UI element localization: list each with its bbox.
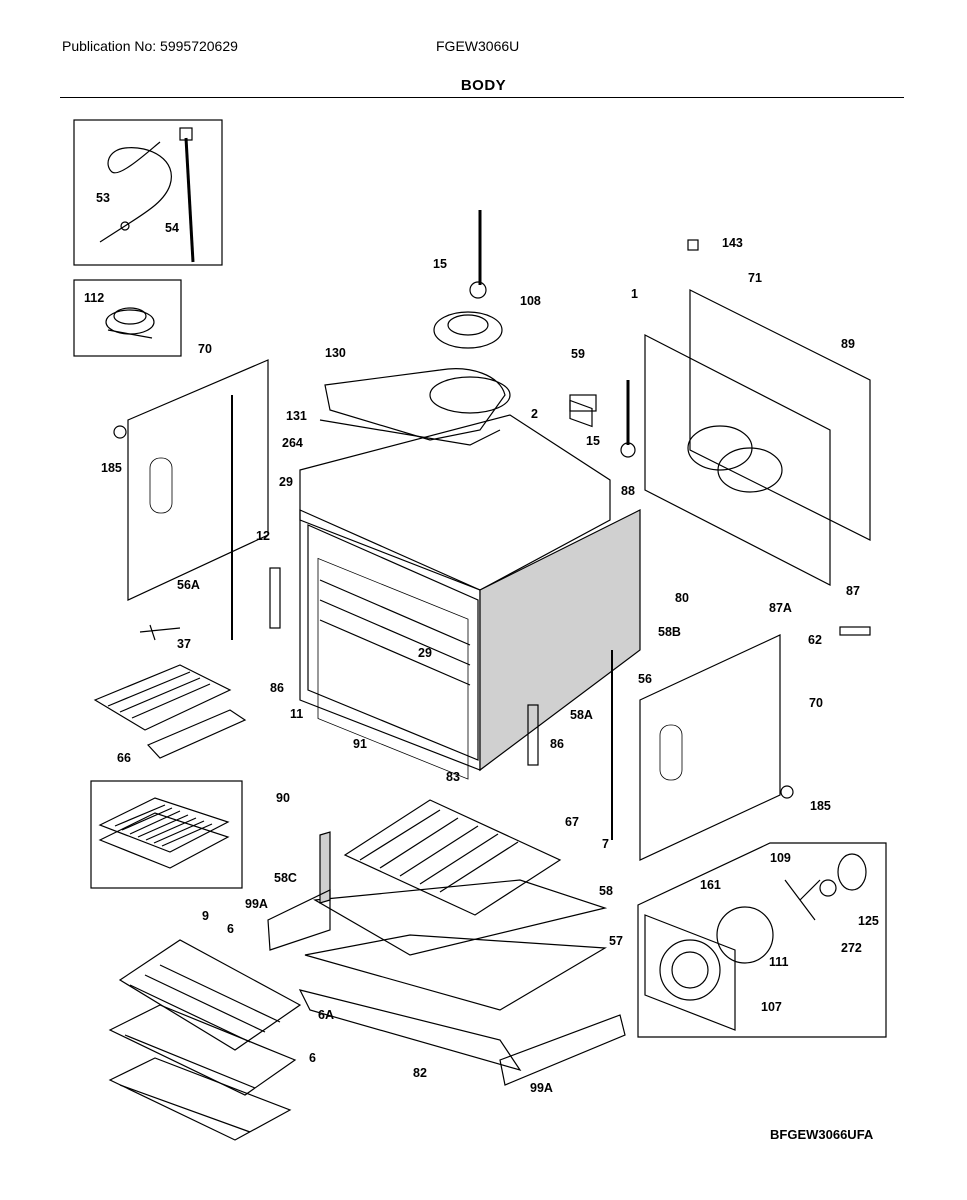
part-number-label: 67 (565, 815, 579, 829)
publication-number: Publication No: 5995720629 (62, 38, 238, 54)
part-number-label: 109 (770, 851, 791, 865)
top-vent-cover-drawing (319, 368, 511, 446)
part-number-label: 70 (809, 696, 823, 710)
part-number-label: 90 (276, 791, 290, 805)
inset-box-thermostat (73, 279, 182, 357)
model-number: FGEW3066U (436, 38, 520, 54)
part-number-label: 111 (769, 955, 789, 969)
part-number-label: 66 (117, 751, 131, 765)
part-number-label: 108 (520, 294, 541, 308)
part-number-label: 87 (846, 584, 860, 598)
diagram-code: BFGEW3066UFA (770, 1127, 874, 1142)
part-number-label: 107 (761, 1000, 782, 1014)
part-number-label: 6 (309, 1051, 316, 1065)
part-number-label: 56A (177, 578, 200, 592)
part-number-label: 1 (631, 287, 638, 301)
part-number-label: 6 (227, 922, 234, 936)
part-number-label: 70 (198, 342, 212, 356)
part-number-label: 86 (550, 737, 564, 751)
broil-element-drawing (93, 664, 247, 759)
part-number-label: 12 (256, 529, 270, 543)
part-number-label: 62 (808, 633, 822, 647)
oven-cavity-drawing (299, 414, 641, 780)
misc-parts-drawing (113, 239, 871, 799)
part-number-label: 9 (202, 909, 209, 923)
rear-panel-drawing (569, 289, 871, 586)
part-number-label: 11 (290, 707, 303, 721)
part-number-label: 89 (841, 337, 855, 351)
part-number-label: 82 (413, 1066, 427, 1080)
header-divider (60, 97, 904, 98)
convection-fan-drawing (644, 853, 867, 1031)
part-number-label: 54 (165, 221, 179, 235)
broil-pan-drawing (98, 797, 230, 869)
part-number-label: 29 (418, 646, 432, 660)
part-number-label: 99A (530, 1081, 553, 1095)
part-number-label: 71 (748, 271, 762, 285)
part-number-label: 112 (84, 291, 104, 305)
part-number-label: 29 (279, 475, 293, 489)
inset-box-broil-pan (90, 780, 243, 889)
part-number-label: 185 (101, 461, 122, 475)
part-number-label: 6A (318, 1008, 334, 1022)
part-number-label: 143 (722, 236, 743, 250)
part-number-label: 37 (177, 637, 191, 651)
side-panel-right-drawing (611, 634, 781, 861)
part-number-label: 7 (602, 837, 609, 851)
part-number-label: 58C (274, 871, 297, 885)
part-number-label: 131 (286, 409, 307, 423)
temperature-probe-drawing (99, 127, 195, 263)
part-number-label: 88 (621, 484, 635, 498)
thermostat-drawing (105, 307, 155, 339)
inset-box-convection (637, 842, 887, 1038)
part-number-label: 15 (433, 257, 447, 271)
part-number-label: 2 (531, 407, 538, 421)
side-panel-left-drawing (127, 359, 269, 640)
part-number-label: 130 (325, 346, 346, 360)
part-number-label: 56 (638, 672, 652, 686)
part-number-label: 53 (96, 191, 110, 205)
part-number-label: 264 (282, 436, 303, 450)
part-number-label: 91 (353, 737, 367, 751)
top-fan-motor-drawing (433, 210, 636, 458)
oven-racks-drawing (108, 939, 302, 1141)
part-number-label: 58B (658, 625, 681, 639)
part-number-label: 83 (446, 770, 460, 784)
bake-element-drawing (343, 799, 562, 916)
part-number-label: 58A (570, 708, 593, 722)
part-number-label: 59 (571, 347, 585, 361)
part-number-label: 57 (609, 934, 623, 948)
part-number-label: 161 (700, 878, 721, 892)
part-number-label: 99A (245, 897, 268, 911)
part-number-label: 80 (675, 591, 689, 605)
part-number-label: 58 (599, 884, 613, 898)
inset-box-probe (73, 119, 223, 266)
part-number-label: 185 (810, 799, 831, 813)
part-number-label: 272 (841, 941, 862, 955)
part-number-label: 86 (270, 681, 284, 695)
section-title: BODY (460, 77, 507, 94)
part-number-label: 125 (858, 914, 879, 928)
lower-body-drawing (267, 831, 626, 1086)
part-number-label: 15 (586, 434, 600, 448)
part-number-label: 87A (769, 601, 792, 615)
